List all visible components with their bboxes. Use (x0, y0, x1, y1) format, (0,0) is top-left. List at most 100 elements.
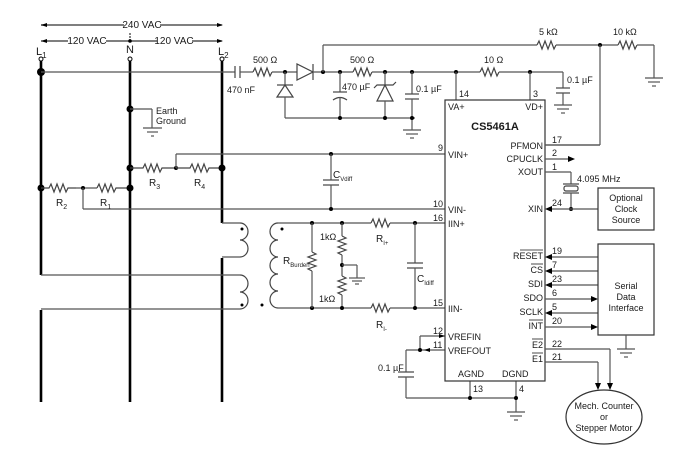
arrowhead-icon (591, 296, 598, 302)
label-ri-minus: RI- (376, 320, 387, 333)
pin-cs: CS (530, 265, 543, 275)
label-cidiff: CIdiff (417, 274, 434, 287)
resistor-r1 (96, 182, 130, 194)
arrowhead-icon (595, 383, 601, 390)
pin-int: INT (529, 321, 544, 331)
arrowhead-icon (545, 268, 552, 274)
pin-17-num: 17 (552, 135, 562, 145)
serial-box-line2: Data (616, 292, 635, 302)
counter-ellipse (565, 389, 643, 445)
label-vref-cap: 0.1 µF (378, 363, 404, 373)
counter-line1: Mech. Counter (574, 401, 633, 411)
power-buses (37, 61, 232, 402)
arrowhead-icon (217, 23, 223, 27)
pin-13-num: 13 (473, 384, 483, 394)
arrowhead-icon (607, 383, 613, 390)
vref-network: 0.1 µF (378, 334, 525, 421)
pin-7-num: 7 (552, 260, 557, 270)
chip-name: CS5461A (471, 121, 519, 133)
clock-box-line3: Source (612, 215, 641, 225)
pin-reset: RESET (513, 251, 544, 261)
line-labels: L1 N L2 (36, 44, 229, 62)
label-r3: R3 (149, 178, 160, 191)
label-r2: R2 (56, 198, 67, 211)
label-c-vd: 0.1 µF (567, 75, 593, 85)
label-c-bulk: 470 µF (342, 82, 371, 92)
label-r-pfmon-bottom: 10 kΩ (613, 27, 637, 37)
voltage-dimensions: 240 VAC 120 VAC 120 VAC (41, 20, 223, 47)
label-r-pfmon-top: 5 kΩ (539, 27, 558, 37)
pin-11-num: 11 (433, 340, 442, 350)
label-ri-plus: RI+ (376, 234, 389, 247)
resistor-ri-minus (370, 302, 391, 314)
label-crystal: 4.095 MHz (577, 174, 621, 184)
pin-sclk: SCLK (519, 307, 543, 317)
arrowhead-icon (545, 310, 552, 316)
chip-body (444, 99, 546, 382)
cs5461a-chip: CS5461A 14 VA+ 3 VD+ 9 VIN+ 10 VIN- 16 I… (433, 89, 621, 394)
pin-9-num: 9 (438, 143, 443, 153)
pin-1-num: 1 (552, 162, 557, 172)
resistor-rburden (306, 251, 318, 272)
terminal-l2 (219, 56, 225, 62)
pin-iin-minus: IIN- (448, 304, 463, 314)
resistor-r3 (130, 162, 175, 174)
label-120vac-left: 120 VAC (67, 36, 106, 47)
resistor-1k-bottom (336, 275, 348, 296)
pin-agnd: AGND (458, 369, 485, 379)
label-r-input: 500 Ω (253, 55, 278, 65)
label-rburden: RBurden (283, 256, 310, 269)
resistor-5k (536, 39, 557, 51)
pin-23-num: 23 (552, 274, 562, 284)
label-120vac-right: 120 VAC (154, 36, 193, 47)
label-n: N (126, 44, 134, 56)
diode-rectifier-series (296, 63, 315, 81)
terminal-n (127, 56, 133, 62)
optional-clock-source: Optional Clock Source (597, 187, 655, 231)
zener-diode (376, 83, 394, 102)
arrowhead-icon (217, 39, 223, 43)
resistor-500-ohm-input (252, 66, 273, 78)
pin-sdi: SDI (528, 279, 543, 289)
ct-secondary-coil (269, 222, 279, 309)
terminal-l1 (38, 56, 44, 62)
pin-va-plus: VA+ (448, 102, 465, 112)
pin-12-num: 12 (433, 326, 443, 336)
resistor-1k-top (336, 235, 348, 256)
arrowhead-icon (545, 206, 552, 212)
arrowhead-icon (545, 282, 552, 288)
earth-ground: Earth Ground (126, 105, 186, 137)
resistor-500-ohm-filter (352, 66, 373, 78)
pin-21-num: 21 (552, 352, 562, 362)
label-r-filter: 500 Ω (350, 55, 375, 65)
pin-4-num: 4 (519, 384, 524, 394)
pin-e1: E1 (532, 354, 543, 364)
pin-e2: E2 (532, 340, 543, 350)
pin-19-num: 19 (552, 246, 562, 256)
ct-primary-coil-upper (239, 222, 249, 258)
pin-vrefout: VREFOUT (448, 346, 492, 356)
clock-box-line1: Optional (609, 193, 643, 203)
pin-20-num: 20 (552, 316, 562, 326)
label-c-decouple: 0.1 µF (416, 84, 442, 94)
clock-box-line2: Clock (615, 204, 638, 214)
label-c-input: 470 nF (227, 85, 256, 95)
label-r4: R4 (194, 178, 205, 191)
clock-source-box (597, 187, 655, 231)
current-sense: RBurden 1kΩ 1kΩ RI+ RI- CIdiff (283, 217, 445, 333)
pin-vrefin: VREFIN (448, 332, 481, 342)
counter-line3: Stepper Motor (575, 423, 632, 433)
pin-22-num: 22 (552, 339, 562, 349)
resistor-r2 (41, 182, 76, 194)
serial-interface-box (597, 243, 655, 336)
diode-rectifier-lower (275, 83, 295, 98)
arrowhead-icon (41, 23, 47, 27)
label-r-mid-top: 1kΩ (320, 232, 337, 242)
pin-5-num: 5 (552, 302, 557, 312)
pin-2-num: 2 (552, 148, 557, 158)
right-pins: PFMON 17 CPUCLK 2 XOUT 1 4.095 MHz XIN 2… (506, 135, 621, 390)
ct-primary-coil-lower (239, 274, 249, 310)
serial-data-interface: Serial Data Interface (597, 243, 655, 358)
arrowhead-icon (545, 254, 552, 260)
arrowhead-icon (424, 348, 430, 352)
